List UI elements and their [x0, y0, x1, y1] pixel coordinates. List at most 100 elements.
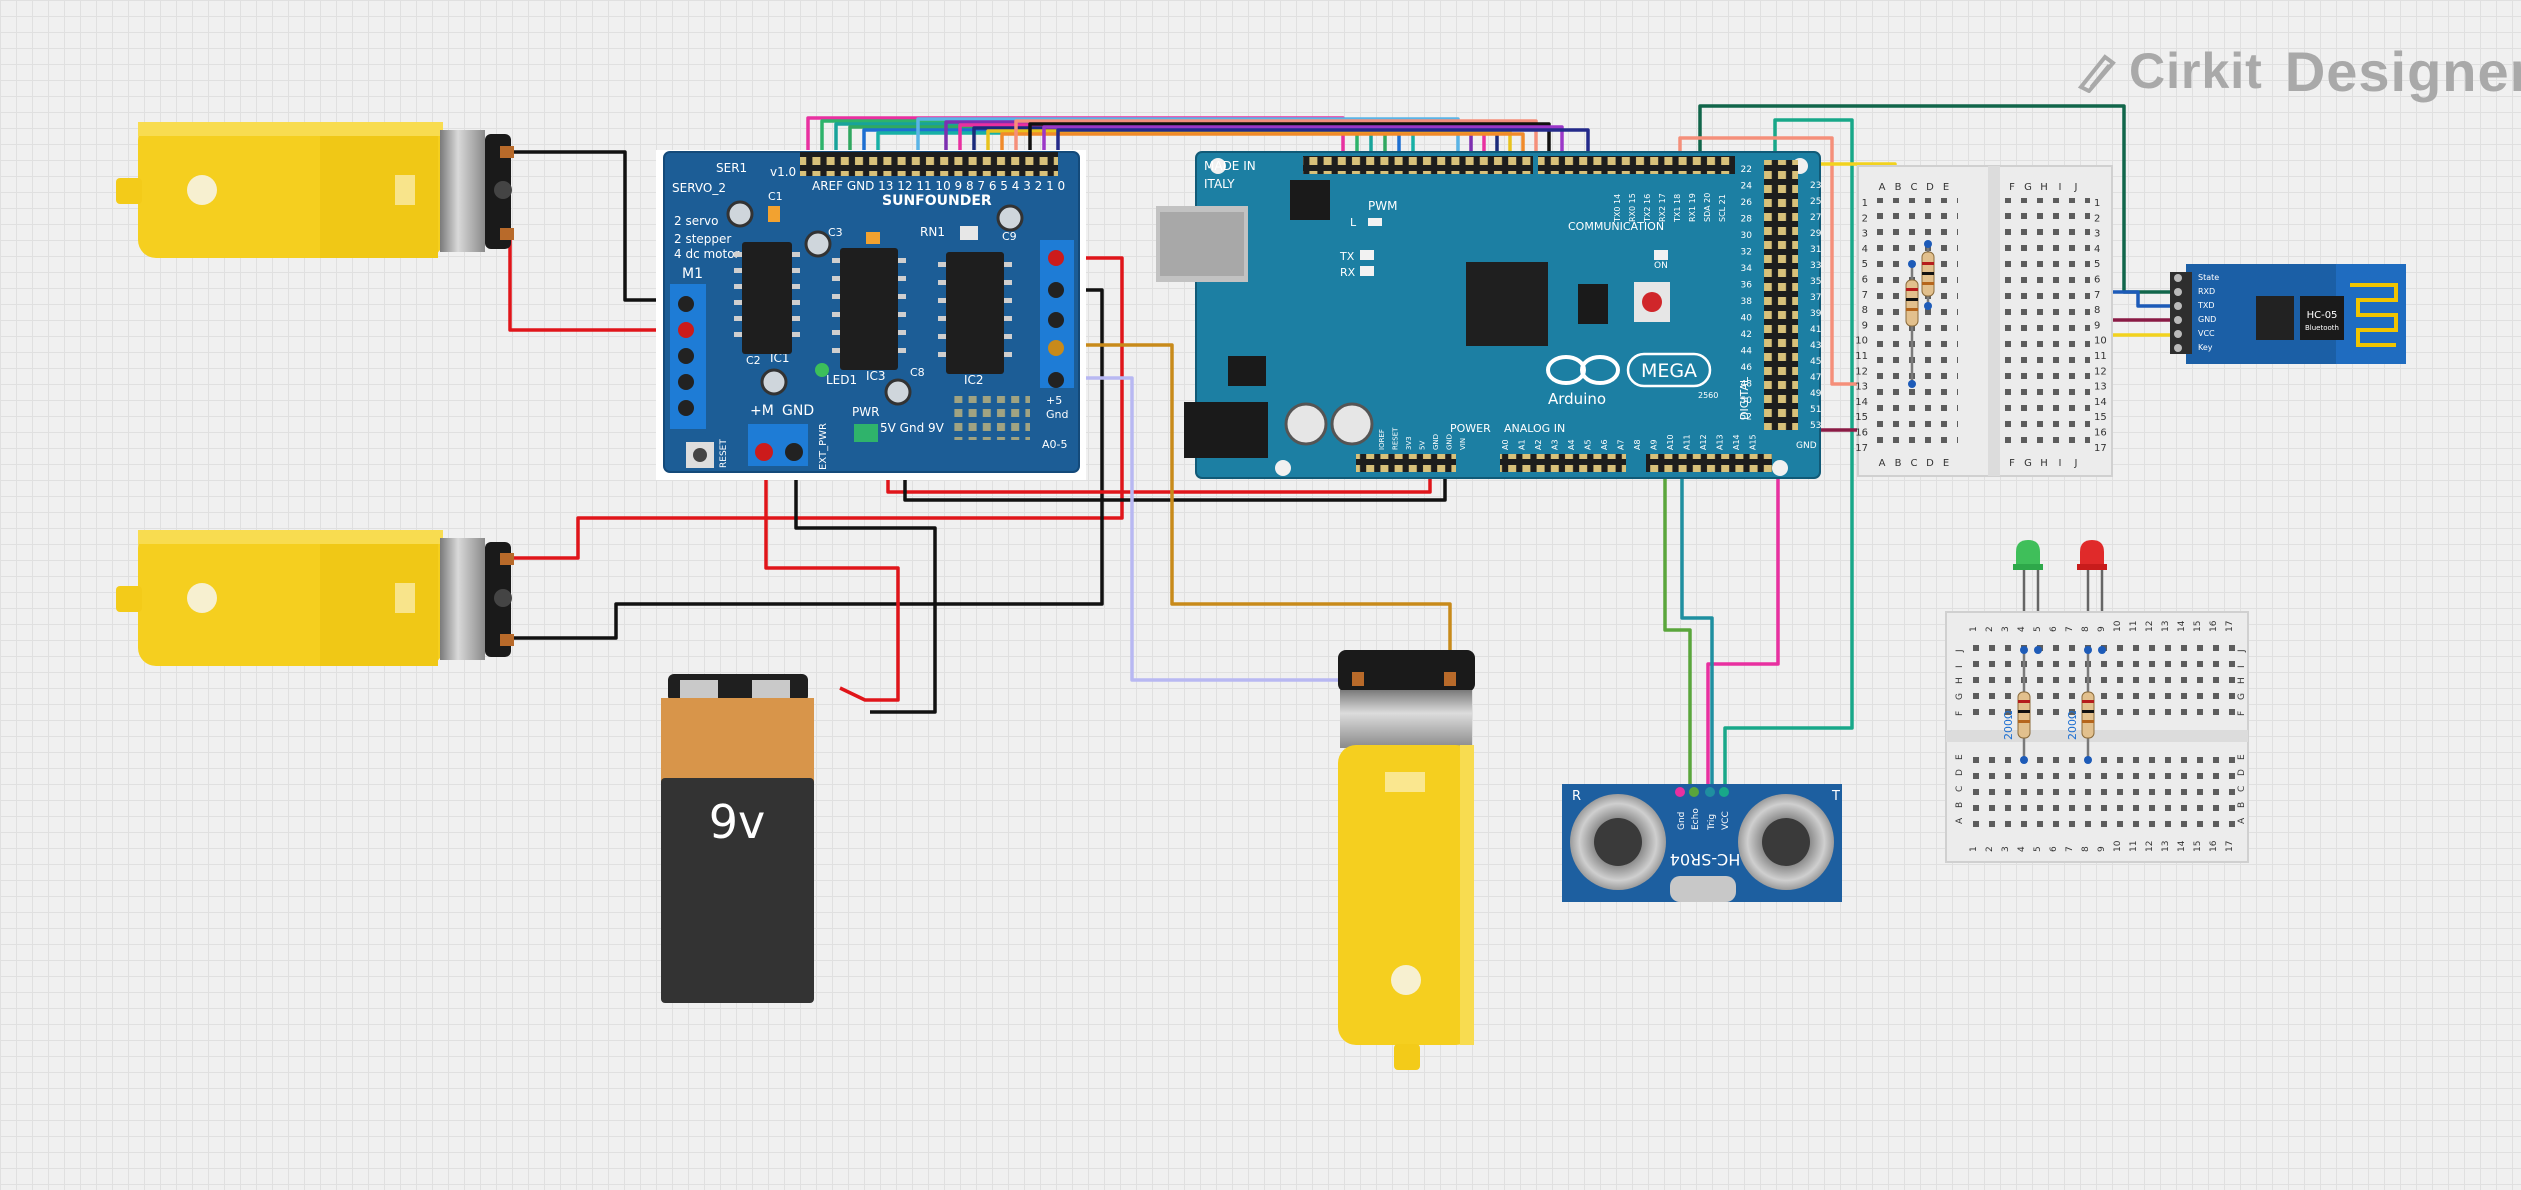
analog-pin-label: A14	[1732, 434, 1741, 450]
resistor-top-2[interactable]	[1921, 240, 1935, 310]
arduino-mega[interactable]: MADE IN ITALY TX RX L ON PWM COMMUNICATI…	[1156, 151, 1822, 479]
bb-row-label: 8	[1862, 305, 1868, 316]
shield-version: v1.0	[770, 165, 796, 179]
hc05-pin[interactable]	[2174, 302, 2182, 310]
shield-c3: C3	[828, 226, 843, 239]
arduino-brand: Arduino	[1548, 390, 1606, 408]
digital-pin-label: 46	[1741, 363, 1753, 373]
resistor-2-label: 200Ω	[2066, 711, 2079, 740]
motor-shield[interactable]: AREF GND 13 12 11 10 9 8 7 6 5 4 3 2 1 0…	[656, 150, 1086, 480]
bb-row-label: 15	[1855, 412, 1868, 423]
shield-pwr: PWR	[852, 405, 879, 419]
bb-col-label: 4	[2017, 846, 2027, 852]
shield-reset: RESET	[719, 439, 729, 468]
shield-m1: M1	[682, 266, 703, 282]
bb-row-label: 14	[1855, 397, 1868, 408]
arduino-sub-model: 2560	[1698, 391, 1718, 400]
shield-gnd-right: Gnd	[1046, 408, 1068, 421]
arduino-made-in: MADE IN	[1204, 159, 1256, 173]
digital-pin-label: 48	[1741, 380, 1753, 390]
dc-motor-2[interactable]	[116, 530, 514, 666]
bb-col-label: 1	[1969, 626, 1979, 632]
resistor-bottom-2[interactable]: 200Ω	[2066, 650, 2095, 760]
bb-col-label: 13	[2161, 841, 2171, 852]
digital-pin-label: 26	[1741, 198, 1753, 208]
hc05-pin[interactable]	[2174, 316, 2182, 324]
shield-c9: C9	[1002, 230, 1017, 243]
bb-col-label: 10	[2113, 840, 2123, 852]
wire-motor3-lavender	[1058, 376, 1370, 682]
comm-pin-label: TX0 14	[1613, 194, 1622, 223]
bb-col-label: I	[2059, 458, 2062, 469]
bb-row-label: H	[1955, 677, 1965, 684]
bb-row-label: I	[2237, 665, 2247, 668]
bb-col-label: 15	[2193, 621, 2203, 632]
bb-row-label: 14	[2094, 397, 2107, 408]
bb-col-label: 14	[2177, 620, 2187, 632]
analog-pin-label: A1	[1518, 439, 1527, 450]
bb-row-label: 6	[2094, 275, 2100, 286]
digital-pin-label: 49	[1810, 389, 1822, 399]
bb-col-label: F	[2009, 458, 2015, 469]
hc05-sub: Bluetooth	[2305, 324, 2339, 332]
shield-led1: LED1	[826, 373, 857, 387]
arduino-analog-in: ANALOG IN	[1504, 422, 1565, 435]
arduino-gnd: GND	[1796, 441, 1817, 451]
power-pin-label: 3V3	[1405, 436, 1413, 450]
wire-motor1-red	[508, 236, 682, 332]
bb-row-label: 10	[2094, 336, 2107, 347]
brand-product: Designer	[2284, 39, 2521, 103]
hc05-pin[interactable]	[2174, 288, 2182, 296]
hc05-pin[interactable]	[2174, 330, 2182, 338]
ultrasonic-pin-label: Echo	[1691, 808, 1701, 830]
comm-pin-label: RX0 15	[1628, 193, 1637, 222]
bb-row-label: 2	[2094, 213, 2100, 224]
analog-pin-label: A13	[1716, 434, 1725, 450]
bb-col-label: 3	[2001, 626, 2011, 632]
bb-row-label: 9	[2094, 320, 2100, 331]
analog-pin-label: A3	[1551, 439, 1560, 450]
arduino-model: MEGA	[1641, 360, 1697, 382]
hc05-pin[interactable]	[2174, 344, 2182, 352]
dc-motor-3[interactable]	[1338, 650, 1475, 1070]
bb-col-label: B	[1895, 458, 1902, 469]
shield-plus5: +5	[1046, 394, 1062, 407]
shield-c1: C1	[768, 190, 783, 203]
hc05-pin[interactable]	[2174, 274, 2182, 282]
bb-row-label: A	[1955, 817, 1965, 824]
bb-col-label: 1	[1969, 846, 1979, 852]
resistor-top-1[interactable]	[1905, 260, 1919, 388]
hc05-pin-label: GND	[2198, 315, 2216, 324]
dc-motor-1[interactable]	[116, 122, 514, 258]
bb-row-label: 1	[1862, 198, 1868, 209]
wire-battery-black	[794, 450, 937, 714]
bb-col-label: 8	[2081, 846, 2091, 852]
comm-pin-label: TX1 18	[1673, 194, 1682, 223]
bb-row-label: 10	[1855, 336, 1868, 347]
bb-col-label: A	[1879, 458, 1886, 469]
shield-maker: SUNFOUNDER	[882, 193, 992, 209]
resistor-bottom-1[interactable]: 200Ω	[2002, 650, 2031, 760]
hc05-pin-label: VCC	[2198, 329, 2215, 338]
battery-9v[interactable]: 9v	[661, 674, 814, 1003]
hc05-pin-label: RXD	[2198, 287, 2215, 296]
digital-pin-label: 40	[1741, 314, 1753, 324]
bb-col-label: 10	[2113, 620, 2123, 632]
bb-col-label: 4	[2017, 626, 2027, 632]
digital-pin-label: 23	[1810, 181, 1821, 191]
bb-row-label: G	[1955, 693, 1965, 700]
shield-servo-note: 2 servo	[674, 214, 718, 228]
comm-pin-label: TX2 16	[1643, 194, 1652, 223]
